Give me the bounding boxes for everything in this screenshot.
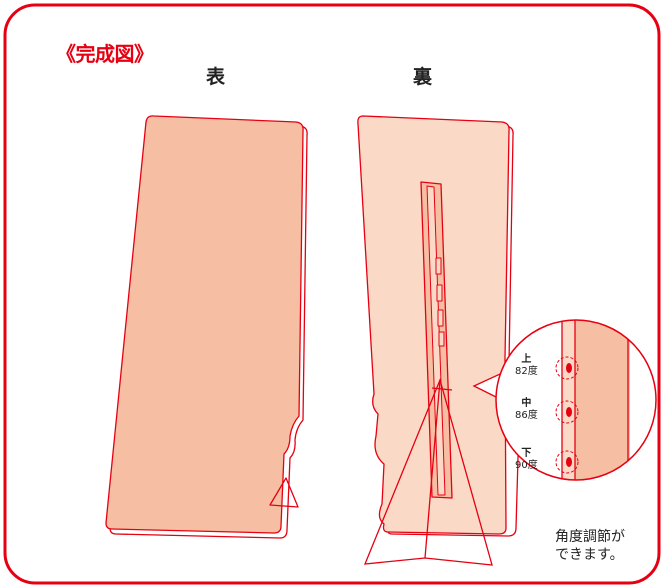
back-stand [363, 378, 493, 566]
hole-middle [555, 400, 579, 424]
angle-level-middle-position: 中 [521, 398, 532, 409]
angle-level-lower-angle: 90度 [515, 460, 538, 471]
zoom-detail [495, 319, 657, 481]
angle-level-lower-position: 下 [521, 448, 532, 459]
adjustment-note: 角度調節が できます。 [555, 528, 625, 564]
outer-frame [3, 3, 661, 585]
hole-lower [555, 450, 579, 474]
angle-level-upper: 上 82度 [515, 354, 538, 378]
back-label: 裏 [413, 66, 433, 88]
angle-level-upper-angle: 82度 [515, 366, 538, 377]
adjustment-note-line2: できます。 [555, 547, 624, 563]
diagram-title: 《完成図》 [56, 42, 154, 66]
angle-level-middle: 中 86度 [515, 398, 538, 422]
adjustment-note-line1: 角度調節が [555, 529, 625, 545]
angle-level-upper-position: 上 [521, 354, 532, 365]
front-panel [105, 115, 308, 539]
back-panel [357, 115, 525, 537]
hole-upper [555, 356, 579, 380]
angle-level-middle-angle: 86度 [515, 410, 538, 421]
angle-level-lower: 下 90度 [515, 448, 538, 472]
front-label: 表 [206, 66, 226, 88]
